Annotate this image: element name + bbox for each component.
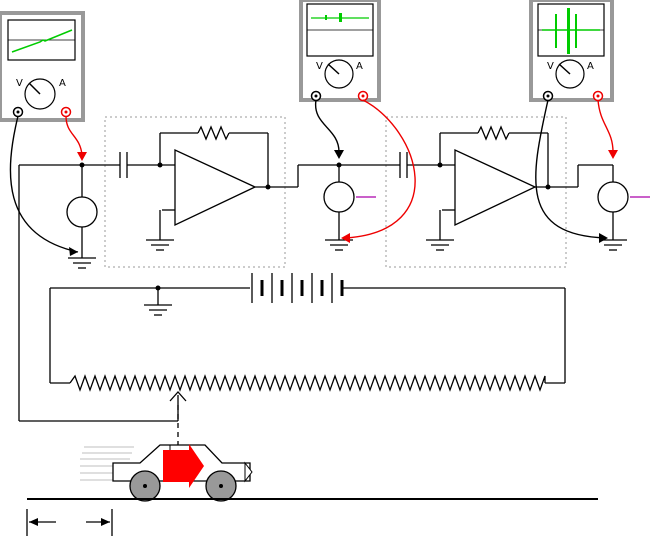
probe-leads: [10, 100, 618, 256]
trace-spike: [339, 13, 342, 22]
a-label: A: [587, 61, 594, 72]
potentiometer-icon: [70, 376, 545, 390]
opamp-icon: [175, 150, 255, 225]
ground-icon: [146, 240, 174, 250]
trace-spike: [575, 14, 577, 48]
load-circle-icon: [324, 182, 354, 212]
stage1-boundary: [105, 117, 285, 267]
ground-icon: [599, 240, 627, 250]
red-probe-lead: [347, 100, 415, 238]
node-dot: [156, 286, 161, 291]
ground-icon: [68, 258, 96, 268]
ground-icon: [144, 305, 172, 315]
node-dot: [158, 163, 163, 168]
v-label: V: [316, 61, 323, 72]
meter-stage1: V A: [301, 0, 379, 101]
stage1-differentiator: [120, 127, 400, 250]
opamp-icon: [455, 150, 535, 225]
v-label: V: [16, 78, 23, 89]
trace-spike: [325, 15, 327, 20]
load-circle-icon: [67, 197, 97, 227]
node-dot: [337, 163, 342, 168]
source-section: [19, 165, 178, 421]
meter-source: V A: [0, 13, 83, 120]
black-probe-lead: [10, 116, 78, 252]
stage2-boundary: [386, 117, 566, 267]
black-probe-lead: [536, 100, 606, 238]
ground-icon: [426, 240, 454, 250]
position-sensor-circuit: [50, 273, 565, 455]
trace-spike: [567, 8, 570, 54]
car-icon: [80, 444, 252, 501]
black-probe-lead: [316, 100, 339, 152]
distance-marker: [27, 509, 112, 536]
v-label: V: [547, 61, 554, 72]
capacitor-icon: [400, 152, 407, 178]
node-dot: [266, 185, 271, 190]
stage2-differentiator: [400, 127, 628, 250]
resistor-icon: [478, 127, 509, 139]
battery-icon: [252, 273, 342, 303]
red-probe-lead: [598, 100, 613, 152]
node-dot: [438, 163, 443, 168]
resistor-icon: [198, 127, 229, 139]
load-circle-icon: [598, 182, 628, 212]
a-label: A: [59, 78, 66, 89]
node-dot: [80, 163, 85, 168]
capacitor-icon: [120, 152, 127, 178]
node-dot: [546, 185, 551, 190]
meter-stage2: V A: [531, 0, 612, 101]
trace-spike: [555, 14, 557, 48]
a-label: A: [356, 61, 363, 72]
